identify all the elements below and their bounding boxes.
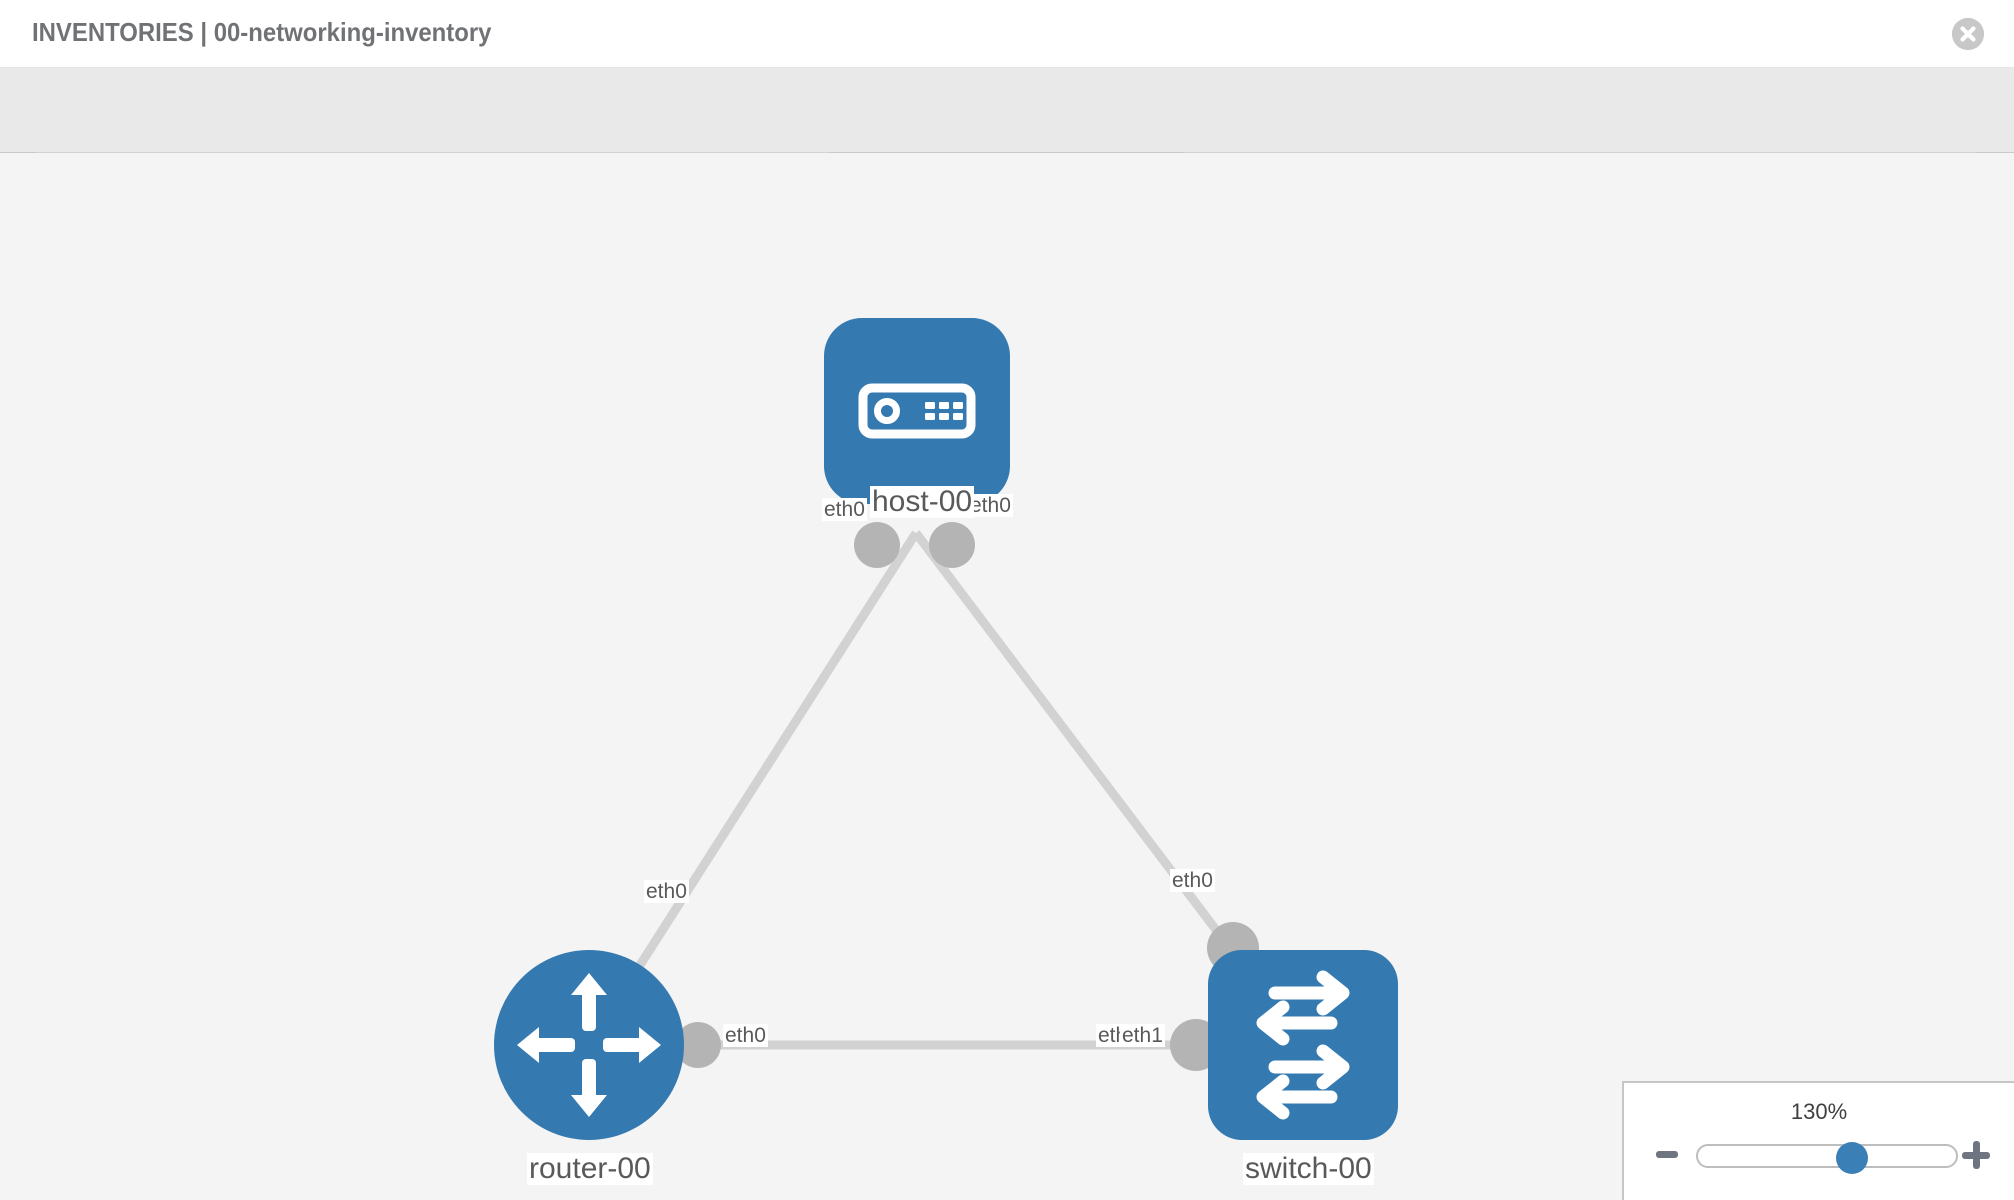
router-arrows-icon — [517, 973, 661, 1117]
iface-label-router00-lan: eth0 — [723, 1024, 768, 1047]
zoom-slider-row — [1624, 1139, 2014, 1179]
iface-label-host00-left: eth0 — [822, 498, 867, 521]
iface-label-switch00-lan: eth1 — [1120, 1024, 1165, 1047]
toolbar: ACTIONS SEARCH — [0, 68, 2014, 205]
iface-label-switch00-uplink: eth0 — [1170, 869, 1215, 892]
node-switch-00 — [1208, 950, 1398, 1140]
node-label-switch-00: switch-00 — [1243, 1152, 1374, 1185]
connector-host00-left — [854, 522, 900, 568]
node-label-router-00: router-00 — [527, 1152, 653, 1185]
zoom-in-button[interactable] — [1962, 1141, 1990, 1169]
connector-host00-right — [929, 522, 975, 568]
node-host-00 — [824, 318, 1010, 504]
close-icon[interactable] — [1952, 18, 1984, 50]
zoom-level-value: 130% — [1790, 1099, 1848, 1124]
node-router-00 — [494, 950, 684, 1140]
zoom-out-button[interactable] — [1656, 1151, 1678, 1158]
zoom-slider-thumb[interactable] — [1836, 1142, 1868, 1174]
node-label-host-00: host-00 — [870, 485, 975, 518]
iface-label-host00-right: eth0 — [968, 494, 1013, 517]
iface-label-router00-uplink: eth0 — [644, 880, 689, 903]
switch-arrows-icon — [1256, 970, 1350, 1120]
connector-router00-east — [675, 1022, 721, 1068]
page-title: INVENTORIES | 00-networking-inventory — [32, 17, 492, 47]
topology-graph — [494, 318, 1398, 1140]
server-icon — [858, 383, 976, 439]
topology-links — [585, 530, 1307, 1050]
link-host00-router00 — [585, 530, 920, 1048]
page-header: INVENTORIES | 00-networking-inventory — [0, 0, 2014, 68]
zoom-slider-track[interactable] — [1696, 1142, 1958, 1174]
topology-canvas[interactable]: eth0 eth0 eth0 eth0 eth0 eth eth1 host-0… — [0, 153, 2014, 1200]
zoom-control-panel: 130% — [1622, 1081, 2014, 1200]
